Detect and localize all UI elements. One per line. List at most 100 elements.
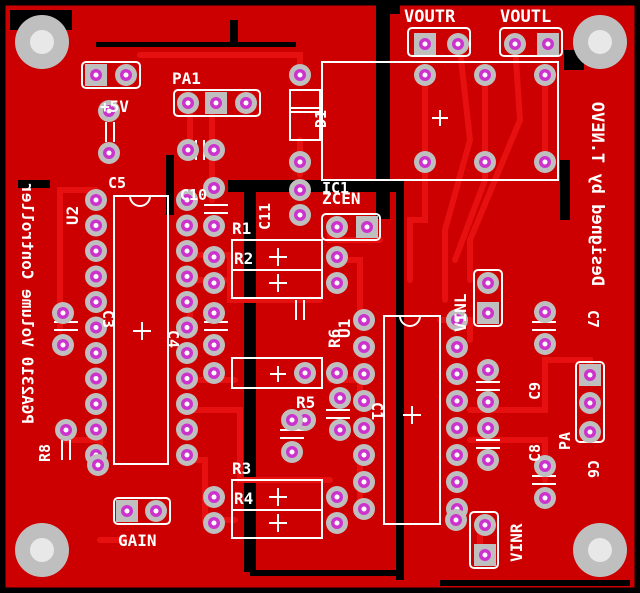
pad-hole bbox=[302, 417, 308, 423]
pad-hole bbox=[361, 425, 367, 431]
pad-hole bbox=[184, 401, 190, 407]
pad-hole bbox=[95, 462, 101, 468]
pad-hole bbox=[211, 185, 217, 191]
pad-hole bbox=[454, 398, 460, 404]
pad-hole bbox=[485, 399, 491, 405]
pads bbox=[52, 33, 601, 566]
pad-hole bbox=[297, 212, 303, 218]
pad-hole bbox=[361, 479, 367, 485]
relay-outline bbox=[321, 61, 559, 181]
pad-hole bbox=[184, 325, 190, 330]
pad-hole bbox=[297, 187, 303, 193]
label-c7: C7 bbox=[584, 310, 602, 328]
pad-hole bbox=[185, 100, 191, 106]
pad-hole bbox=[124, 508, 130, 514]
pad-hole bbox=[485, 367, 491, 373]
label-c4: C4 bbox=[164, 330, 182, 348]
pad-hole bbox=[60, 310, 66, 316]
pad-hole bbox=[213, 100, 219, 106]
pad-hole bbox=[106, 150, 112, 156]
connector-outline-gain bbox=[113, 497, 171, 525]
label-c9: C9 bbox=[526, 382, 544, 400]
connector-outline-zcen bbox=[321, 213, 381, 241]
pad-hole bbox=[454, 371, 460, 377]
label-r3: R3 bbox=[232, 459, 251, 478]
pad-hole bbox=[485, 310, 491, 316]
pad-hole bbox=[123, 72, 129, 78]
label-c5: C5 bbox=[108, 174, 126, 192]
label-c3: C3 bbox=[99, 310, 117, 328]
pad-hole bbox=[334, 280, 340, 286]
pad-hole bbox=[454, 452, 460, 458]
pad-hole bbox=[334, 224, 340, 230]
component-outlines bbox=[54, 27, 605, 569]
pad-hole bbox=[211, 254, 217, 260]
pad-hole bbox=[297, 72, 303, 78]
pad-hole bbox=[184, 427, 190, 432]
pad-hole bbox=[93, 401, 99, 407]
pad-hole bbox=[587, 429, 593, 435]
pad-hole bbox=[364, 224, 370, 230]
label-plus5v: +5V bbox=[100, 97, 129, 116]
pad-hole bbox=[542, 463, 548, 469]
pad-hole bbox=[454, 344, 460, 350]
pad-hole bbox=[211, 520, 217, 526]
u1-outline bbox=[383, 315, 441, 525]
pad-hole bbox=[542, 495, 548, 501]
pad-hole bbox=[184, 248, 190, 254]
pad-hole bbox=[93, 427, 99, 432]
pad-hole bbox=[485, 280, 491, 286]
u2-outline bbox=[113, 195, 169, 465]
pad-hole bbox=[334, 520, 340, 526]
pad-hole bbox=[361, 398, 367, 404]
pad-hole bbox=[289, 449, 295, 455]
pad-hole bbox=[106, 108, 112, 114]
pad-hole bbox=[302, 370, 308, 376]
label-pa: PA bbox=[556, 432, 574, 450]
label-c10: C10 bbox=[180, 186, 207, 204]
pad-hole bbox=[243, 100, 249, 106]
pad-hole bbox=[482, 159, 488, 165]
label-r6: R6 bbox=[325, 329, 344, 348]
pad-hole bbox=[422, 72, 428, 78]
label-c1: C1 bbox=[368, 402, 386, 420]
label-vinr: VINR bbox=[507, 523, 526, 562]
pad-hole bbox=[542, 72, 548, 78]
label-voutl: VOUTL bbox=[500, 7, 551, 27]
label-r8: R8 bbox=[36, 444, 54, 462]
connector-outline-voutr bbox=[407, 27, 471, 57]
label-r1: R1 bbox=[232, 219, 251, 238]
pad-hole bbox=[184, 223, 190, 228]
pad-hole bbox=[453, 517, 459, 523]
mounting-holes bbox=[15, 15, 627, 577]
pad-hole bbox=[211, 280, 217, 286]
pad-hole bbox=[455, 41, 461, 47]
pad-hole bbox=[93, 248, 99, 254]
label-pa1: PA1 bbox=[172, 69, 201, 88]
pad-hole bbox=[93, 274, 99, 279]
pad-hole bbox=[545, 41, 551, 47]
pad-hole bbox=[454, 479, 460, 485]
pad-hole bbox=[184, 350, 190, 356]
pad-hole bbox=[587, 400, 593, 406]
pad-hole bbox=[361, 371, 367, 377]
label-r2: R2 bbox=[234, 249, 253, 268]
label-u2: U2 bbox=[63, 206, 82, 225]
connector-outline-5v bbox=[81, 61, 141, 89]
pad-hole bbox=[422, 159, 428, 165]
pad-hole bbox=[211, 370, 217, 376]
pad-hole bbox=[153, 508, 159, 514]
pad-hole bbox=[211, 342, 217, 348]
pad-hole bbox=[485, 457, 491, 463]
pad-hole bbox=[454, 317, 460, 323]
label-u1: U1 bbox=[335, 319, 354, 338]
pad-hole bbox=[542, 341, 548, 347]
silkscreen-labels: VOUTR VOUTL PA1 +5V D1 C5 C10 C11 U2 R1 … bbox=[18, 7, 607, 562]
connector-outline-pa1 bbox=[173, 89, 261, 117]
pad-hole bbox=[334, 494, 340, 500]
pad-hole bbox=[93, 350, 99, 356]
pad-hole bbox=[485, 425, 491, 431]
pad-hole bbox=[361, 317, 367, 323]
pad-hole bbox=[337, 395, 343, 401]
pad-hole bbox=[512, 41, 518, 47]
